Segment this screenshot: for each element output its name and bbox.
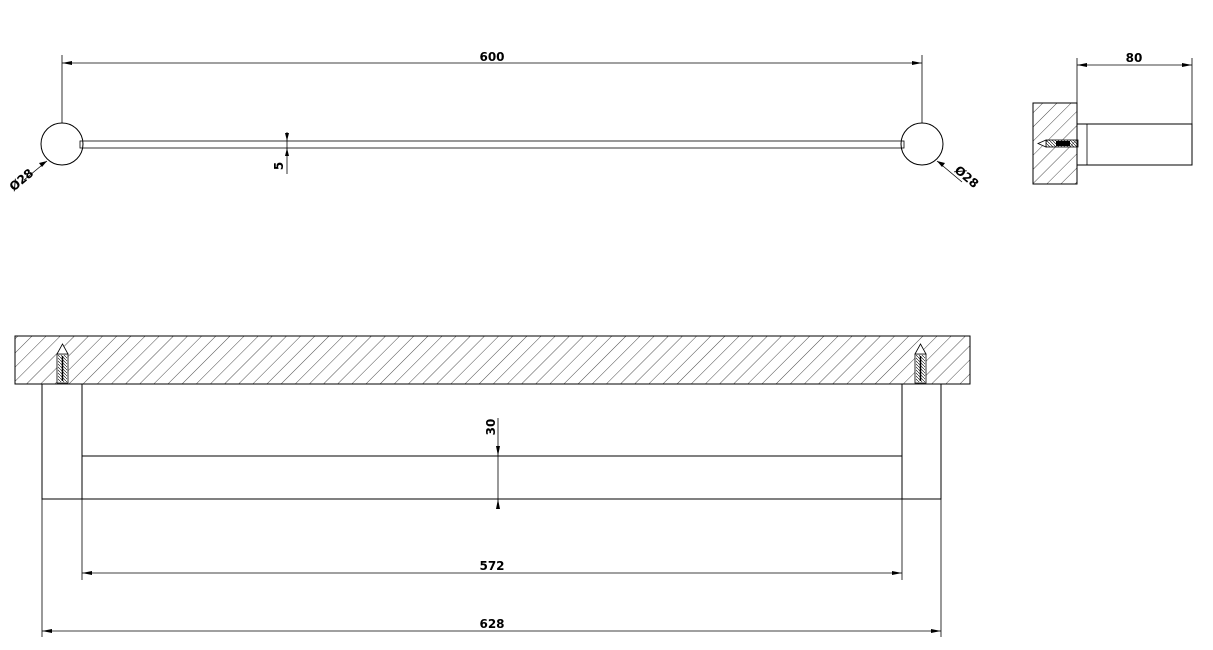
dim-80-label: 80 [1126,51,1143,65]
side-view: 80 [1032,51,1193,185]
side-bracket [1076,123,1193,166]
left-end-circle [40,122,84,166]
left-diameter-label: Ø28 [7,166,37,194]
top-view: 600 5 Ø28 Ø28 [7,50,982,194]
dim-628-label: 628 [479,617,504,631]
front-wall [14,335,971,385]
front-left-support [41,383,83,500]
front-view: 30 572 628 [14,335,971,637]
top-rod [79,140,905,149]
dim-5-label: 5 [272,162,286,170]
dim-600-label: 600 [479,50,504,64]
right-diameter-label: Ø28 [952,163,982,191]
front-bar [81,455,903,500]
dim-30-label: 30 [484,419,498,436]
front-right-support [901,383,942,500]
dim-572-label: 572 [479,559,504,573]
right-end-circle [900,122,944,166]
side-screw [1037,139,1079,148]
front-right-screw [914,343,927,384]
front-left-screw [56,343,69,384]
